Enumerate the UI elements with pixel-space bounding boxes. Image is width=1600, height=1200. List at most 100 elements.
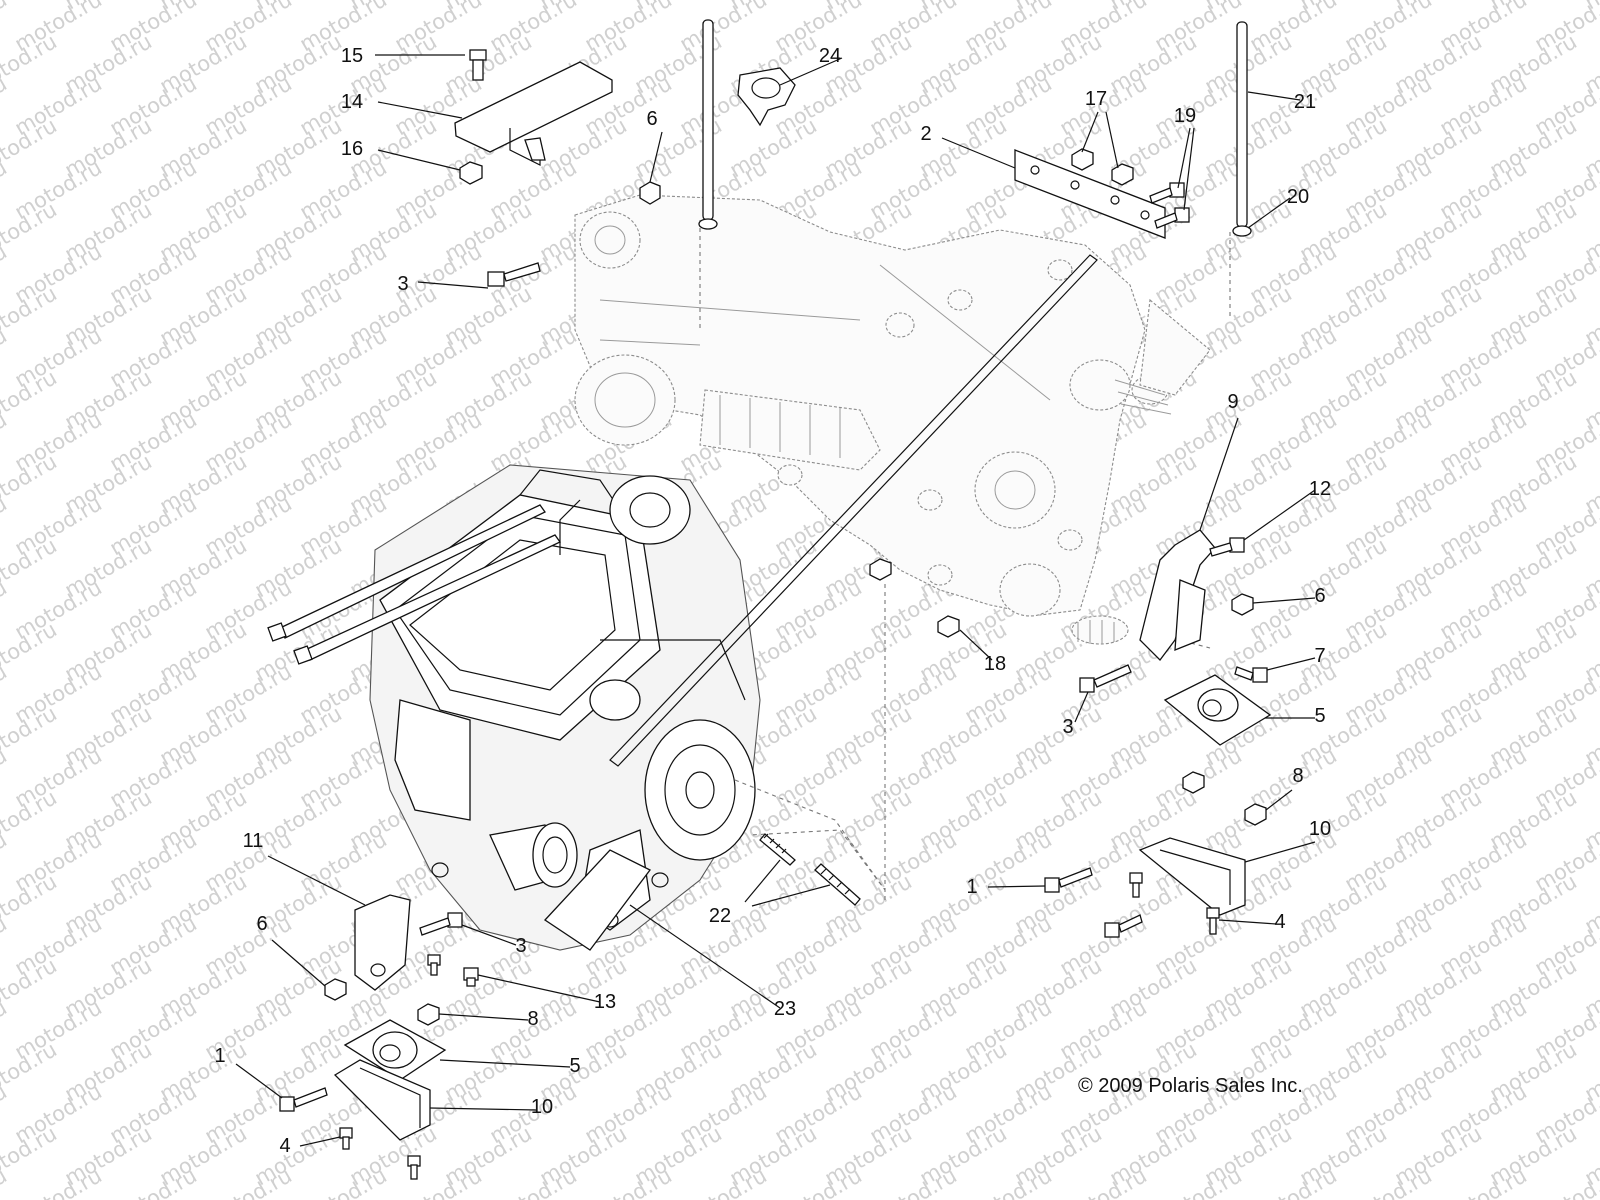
watermark-text: motod.ru: [106, 1163, 201, 1200]
leader-line-c4a: [1218, 919, 1277, 925]
part-3-bolt-lower: [419, 912, 463, 936]
part-2-plate: [1014, 149, 1166, 239]
leader-line-c6b: [1252, 597, 1316, 604]
watermark-text: motod.ru: [0, 869, 61, 938]
leader-line-c21: [1247, 91, 1301, 101]
leader-line-c7: [1266, 657, 1316, 671]
part-16-nut: [459, 161, 483, 185]
leader-line-c12: [1243, 489, 1316, 541]
part-24-clip: [737, 67, 796, 127]
leader-line-c6c: [271, 939, 326, 987]
part-9-bracket: [1139, 529, 1216, 661]
part-10-bracket-left: [333, 1059, 431, 1141]
part-1-bolt-right: [1044, 867, 1093, 893]
leader-line-c6a: [649, 131, 663, 183]
callout-label-c2: 2: [920, 123, 931, 145]
part-3-bolt-right: [1079, 664, 1132, 693]
part-15-bolt: [469, 49, 487, 81]
leader-line-c4b: [299, 1136, 341, 1147]
watermark-text: motod.ru: [0, 617, 61, 686]
leader-line-c14: [377, 101, 463, 119]
callout-label-c24: 24: [819, 45, 841, 67]
watermark-text: motod.ru: [1436, 1163, 1531, 1200]
watermark-text: motod.ru: [0, 1121, 61, 1190]
callout-label-c12: 12: [1309, 478, 1331, 500]
part-17-nut-a: [1071, 148, 1094, 171]
part-1-bolt-left: [279, 1087, 328, 1112]
leader-line-c22: [744, 859, 781, 903]
callout-label-c19: 19: [1174, 105, 1196, 127]
watermark-text: motod.ru: [0, 449, 61, 518]
part-8-nut-right: [1244, 803, 1267, 826]
leader-line-c23: [629, 904, 781, 1009]
leader-line-c17-b: [1105, 111, 1119, 169]
part-8-nut-left: [417, 1003, 440, 1026]
watermark-text: motod.ru: [581, 1163, 676, 1200]
leader-line-c3b: [1074, 691, 1089, 723]
leader-line-c19-b: [1183, 127, 1195, 211]
leader-line-c18: [959, 629, 993, 661]
part-17-nut-b: [1111, 163, 1134, 186]
leader-line-c20: [1247, 197, 1291, 229]
leader-line-c24: [779, 57, 843, 86]
callout-label-c7: 7: [1314, 645, 1325, 667]
watermark-text: motod.ru: [1341, 1163, 1436, 1200]
watermark-text: motod.ru: [0, 701, 61, 770]
watermark-text: motod.ru: [486, 1163, 581, 1200]
watermark-text: motod.ru: [0, 0, 11, 56]
callout-label-c3b: 3: [1062, 716, 1073, 738]
callout-label-c17: 17: [1085, 88, 1107, 110]
leader-line-c1a: [987, 885, 1046, 888]
watermark-text: motod.ru: [0, 1037, 61, 1106]
leader-line-c17: [1081, 111, 1099, 153]
watermark-text: motod.ru: [0, 281, 61, 350]
part-13-bolt: [463, 967, 479, 987]
watermark-text: motod.ru: [201, 1163, 296, 1200]
leader-line-c10a: [1244, 841, 1316, 863]
callout-label-c5b: 5: [569, 1055, 580, 1077]
watermark-text: motod.ru: [771, 1163, 866, 1200]
callout-label-c10a: 10: [1309, 818, 1331, 840]
leader-line-c16: [377, 149, 461, 171]
watermark-text: motod.ru: [1246, 1163, 1341, 1200]
leader-line-c22-b: [751, 884, 831, 907]
part-19-bolts: [1149, 182, 1190, 229]
part-6-nut-right: [1231, 593, 1254, 616]
callout-label-c10b: 10: [531, 1096, 553, 1118]
tie-rod: [609, 254, 1098, 767]
callout-label-c18: 18: [984, 653, 1006, 675]
callout-label-c16: 16: [341, 138, 363, 160]
leader-lines: [235, 54, 1316, 1147]
callout-label-c3a: 3: [397, 273, 408, 295]
callout-label-c22: 22: [709, 905, 731, 927]
part-5-mount-left: [343, 1019, 447, 1081]
leader-line-c13: [477, 974, 601, 1003]
part-3-bolt-top: [487, 262, 541, 287]
leader-line-c8b: [438, 1013, 529, 1021]
callout-label-c1b: 1: [214, 1045, 225, 1067]
watermark-text: motod.ru: [961, 1163, 1056, 1200]
part-7-bolt: [1234, 666, 1268, 683]
part-6-nut-left: [324, 978, 347, 1001]
leader-line-c10b: [429, 1107, 538, 1111]
watermark-text: motod.ru: [0, 1163, 11, 1200]
leader-line-c3a: [417, 281, 489, 289]
callout-label-c4b: 4: [279, 1135, 290, 1157]
part-14-bracket: [454, 61, 613, 153]
fastener-parts: [279, 19, 1272, 1180]
leader-line-c11: [267, 855, 366, 906]
callout-label-c1a: 1: [966, 876, 977, 898]
watermark-text: motod.ru: [1056, 1163, 1151, 1200]
part-21-rod-right: [1236, 21, 1248, 228]
leader-line-c2: [941, 137, 1016, 169]
leader-line-c8a: [1265, 789, 1293, 811]
watermark-text: motod.ru: [1151, 1163, 1246, 1200]
watermark-text: motod.ru: [0, 365, 61, 434]
callout-label-c8a: 8: [1292, 765, 1303, 787]
callout-label-c20: 20: [1287, 186, 1309, 208]
leader-line-c1b: [235, 1063, 283, 1099]
callout-label-c9: 9: [1227, 391, 1238, 413]
leader-line-c9: [1199, 417, 1239, 531]
